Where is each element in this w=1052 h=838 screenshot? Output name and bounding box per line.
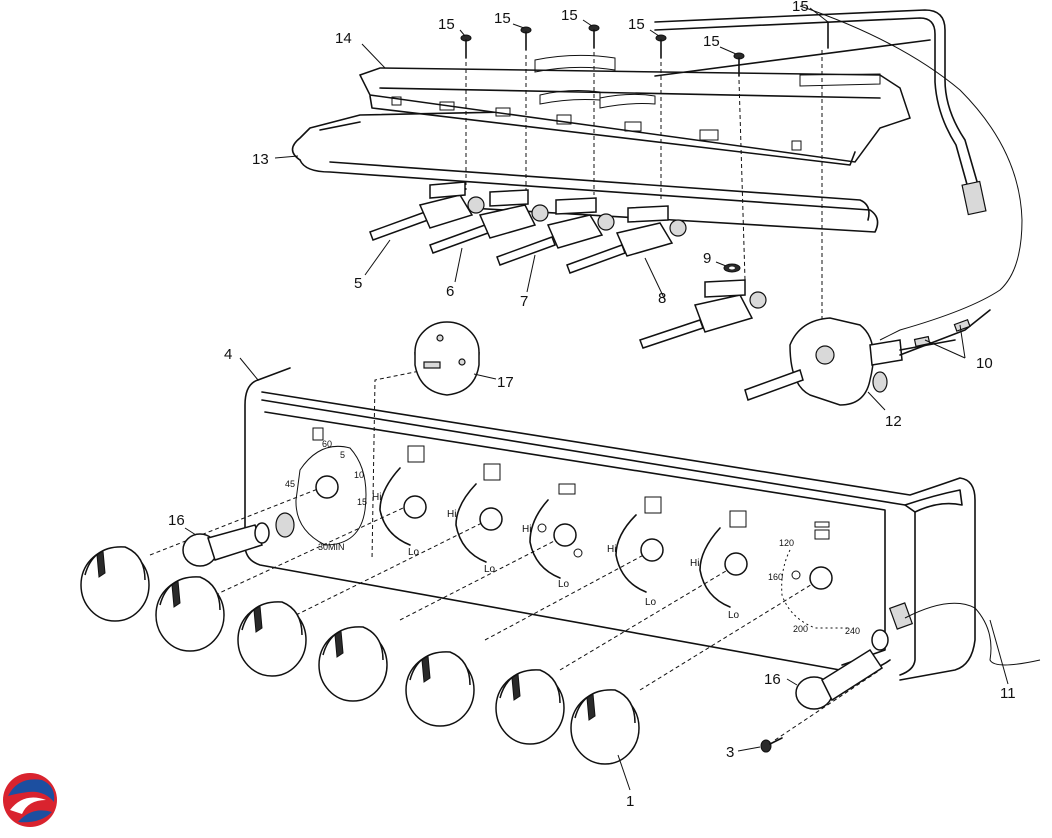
callout-16a: 16 — [168, 512, 185, 529]
callout-15b: 15 — [494, 10, 511, 27]
leader-lines — [184, 7, 1009, 791]
callout-6: 6 — [446, 283, 454, 300]
knob-5 — [405, 651, 475, 727]
lo-label-3: Lo — [558, 579, 570, 590]
thermocouple-wire — [799, 5, 1023, 341]
knob-3 — [237, 601, 307, 677]
gas-supply-pipe — [654, 9, 987, 216]
hi-label-4: Hi — [607, 544, 616, 555]
knob-6 — [495, 669, 565, 745]
hi-label-2: Hi — [447, 509, 456, 520]
oven-mark-160: 160 — [768, 572, 783, 582]
hi-label-3: Hi — [522, 524, 531, 535]
callout-15d: 15 — [628, 16, 645, 33]
hi-label-5: Hi — [690, 558, 699, 569]
control-knobs — [80, 546, 640, 765]
burner-taps — [369, 181, 767, 349]
callout-5: 5 — [354, 275, 362, 292]
callout-7: 7 — [520, 293, 528, 310]
burner-tap-7 — [496, 197, 615, 266]
callout-12: 12 — [885, 413, 902, 430]
timer-mark-30min: 30MIN — [318, 542, 345, 552]
oven-mark-120: 120 — [779, 538, 794, 548]
knob-2 — [155, 576, 225, 652]
oven-mark-240: 240 — [845, 626, 860, 636]
oven-mark-200: 200 — [793, 624, 808, 634]
washer-9 — [723, 263, 741, 273]
screw-15c — [588, 24, 600, 49]
knob-7 — [570, 689, 640, 765]
screw-15e — [733, 52, 745, 77]
callout-numbers: 15 15 15 15 15 15 14 13 5 6 7 8 9 10 11 … — [168, 0, 1016, 810]
burner-tap-8-lower — [639, 279, 767, 349]
igniter-switch-left — [182, 512, 295, 567]
callout-17: 17 — [497, 374, 514, 391]
timer-dial: 60 5 10 15 45 30MIN — [285, 427, 367, 552]
callout-4: 4 — [224, 346, 232, 363]
burner-tap-8 — [566, 205, 687, 274]
callout-3: 3 — [726, 744, 734, 761]
callout-15c: 15 — [561, 7, 578, 24]
knob-4 — [318, 626, 388, 702]
callout-16b: 16 — [764, 671, 781, 688]
timer-mark-15: 15 — [357, 497, 367, 507]
callout-9: 9 — [703, 250, 711, 267]
callout-10: 10 — [976, 355, 993, 372]
screw-15b — [520, 26, 532, 51]
screw-15d — [655, 34, 667, 59]
oven-dial: 120 160 200 240 — [768, 521, 860, 636]
callout-13: 13 — [252, 151, 269, 168]
igniter-switch-right — [795, 602, 914, 710]
callout-15f: 15 — [792, 0, 809, 15]
lo-label-2: Lo — [484, 564, 496, 575]
lo-label-1: Lo — [408, 547, 420, 558]
bell-icon — [312, 427, 324, 441]
wire-11 — [904, 602, 1041, 666]
callout-14: 14 — [335, 30, 352, 47]
timer-mark-60: 60 — [322, 439, 332, 449]
timer-mark-10: 10 — [354, 470, 364, 480]
timer-unit — [414, 321, 480, 396]
burner-tap-6 — [429, 189, 549, 254]
callout-15e: 15 — [703, 33, 720, 50]
top-bracket — [358, 39, 931, 166]
burner-control-zones: Hi Lo Hi Lo Hi Lo Hi Lo Hi Lo — [372, 445, 748, 621]
callout-15a: 15 — [438, 16, 455, 33]
screw-3 — [760, 737, 783, 753]
brand-logo — [3, 773, 57, 827]
callout-8: 8 — [658, 290, 666, 307]
oven-thermostat — [744, 309, 991, 406]
lo-label-4: Lo — [645, 597, 657, 608]
lo-label-5: Lo — [728, 610, 740, 621]
knob-1 — [80, 546, 150, 622]
callout-11: 11 — [1000, 685, 1016, 702]
screws — [460, 21, 829, 77]
hi-label-1: Hi — [372, 492, 381, 503]
screw-15a — [460, 34, 472, 59]
burner-tap-5 — [369, 181, 485, 241]
timer-mark-45: 45 — [285, 479, 295, 489]
timer-mark-5: 5 — [340, 450, 345, 460]
callout-1: 1 — [626, 793, 634, 810]
